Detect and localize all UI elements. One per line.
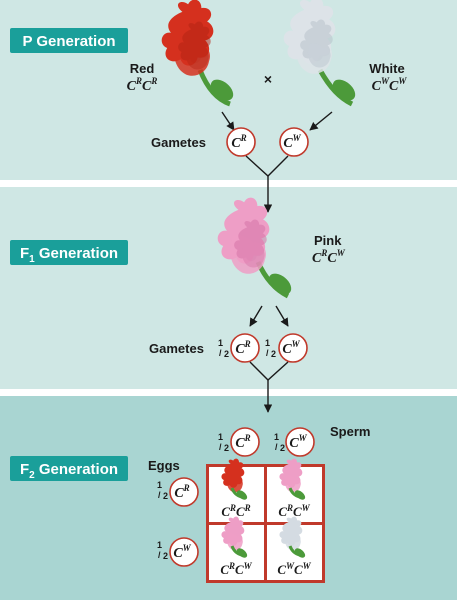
svg-text:/: / (275, 442, 278, 452)
svg-text:1: 1 (157, 480, 162, 490)
svg-text:/: / (219, 442, 222, 452)
white-genotype: CWCW (372, 76, 408, 94)
f1-gamete-cw: 1 / 2 CW (265, 333, 308, 363)
white-flower-icon (283, 0, 356, 107)
svg-text:2: 2 (280, 443, 285, 453)
white-label: White (369, 61, 404, 76)
svg-text:2: 2 (224, 443, 229, 453)
red-label: Red (130, 61, 155, 76)
arrow-white-to-gamete (309, 111, 333, 131)
svg-text:CW: CW (282, 339, 300, 357)
svg-text:2: 2 (271, 349, 276, 359)
f2-generation-badge-label: F2 Generation (20, 461, 118, 481)
svg-text:CR: CR (235, 433, 250, 451)
p-generation-badge (10, 28, 128, 53)
svg-text:CRCR: CRCR (221, 503, 250, 519)
f1-gametes-label: Gametes (149, 341, 204, 356)
egg-gamete-cw: 1 / 2 CW (157, 537, 199, 567)
svg-text:1: 1 (265, 338, 270, 348)
svg-text:CWCW: CWCW (277, 561, 311, 577)
f2-generation-badge (10, 456, 128, 481)
sperm-label: Sperm (330, 424, 370, 439)
f1-generation-badge-label: F1 Generation (20, 245, 118, 265)
pink-label: Pink (314, 233, 342, 248)
svg-text:CW: CW (283, 133, 301, 151)
svg-text:2: 2 (224, 349, 229, 359)
sperm-gamete-cw: 1 / 2 CW (274, 427, 315, 457)
f1-generation-badge (10, 240, 128, 265)
punnett-cell-white: CWCW (277, 516, 312, 577)
svg-text:CRCW: CRCW (278, 503, 310, 519)
cross-symbol: × (264, 71, 272, 87)
svg-text:CR: CR (235, 339, 250, 357)
p-gametes-label: Gametes (151, 135, 206, 150)
arrow-f1-to-gamete-2 (275, 305, 289, 327)
svg-text:/: / (219, 348, 222, 358)
sperm-gamete-cr: 1 / 2 CR (218, 427, 260, 457)
arrow-f1-to-gamete-1 (249, 305, 263, 327)
svg-text:1: 1 (218, 338, 223, 348)
red-genotype: CRCR (127, 76, 158, 94)
f1-gamete-cr: 1 / 2 CR (218, 333, 260, 363)
eggs-label: Eggs (148, 458, 180, 473)
svg-text:/: / (158, 550, 161, 560)
red-flower-icon (161, 0, 234, 107)
svg-text:2: 2 (163, 551, 168, 561)
p-gamete-cr: CR (226, 127, 256, 157)
punnett-cell-pink-top: CRCW (278, 458, 311, 519)
svg-text:CW: CW (173, 543, 191, 561)
svg-text:CR: CR (174, 483, 189, 501)
arrow-red-to-gamete (221, 111, 235, 131)
svg-text:CW: CW (289, 433, 307, 451)
punnett-cell-red: CRCR (221, 458, 251, 519)
p-generation-badge-label: P Generation (22, 33, 115, 50)
p-gamete-cw: CW (279, 127, 309, 157)
punnett-cell-pink-bottom: CRCW (220, 516, 253, 577)
svg-text:/: / (266, 348, 269, 358)
svg-text:CRCW: CRCW (220, 561, 252, 577)
svg-text:/: / (158, 490, 161, 500)
pink-genotype: CRCW (312, 248, 346, 266)
svg-text:1: 1 (274, 432, 279, 442)
svg-text:2: 2 (163, 491, 168, 501)
svg-text:CR: CR (231, 133, 246, 151)
egg-gamete-cr: 1 / 2 CR (157, 477, 199, 507)
svg-text:1: 1 (218, 432, 223, 442)
pink-flower-icon (217, 197, 292, 299)
svg-text:1: 1 (157, 540, 162, 550)
